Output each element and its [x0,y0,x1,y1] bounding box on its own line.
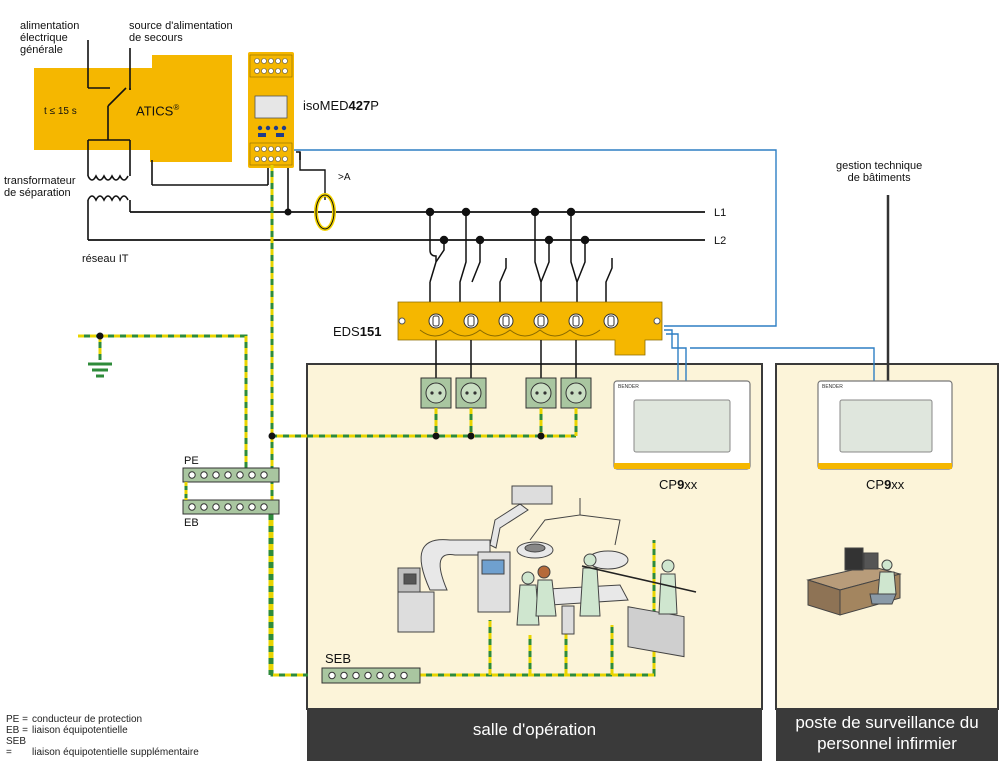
legend-item-seb: SEB =liaison équipotentielle supplémenta… [6,736,199,758]
transformer-coil-secondary [87,195,129,202]
bus-wire-cp-operating [664,329,687,382]
operating-room-illustration [397,485,697,658]
eds151-channels [428,313,619,329]
eb-label: EB [184,517,199,529]
isomed-label: isoMED427P [303,98,379,113]
bms-label: gestion technique de bâtiments [836,160,923,184]
cp-panel-brand-nurse: BENDER [822,384,843,390]
line-l2-label: L2 [714,235,727,247]
backup-power-label: source d'alimentation de secours [129,20,233,44]
legend-item-eb: EB =liaison équipotentielle [6,725,128,736]
cp-panel-brand-operating: BENDER [618,384,639,390]
pe-label: PE [184,455,199,467]
atics-label: ATICS® [136,103,180,119]
seb-label: SEB [325,651,352,666]
nurse-station-illustration [806,547,902,616]
main-power-label: alimentation électrique générale [20,20,80,56]
nurse-station-footer [776,709,998,761]
current-symbol-label: >A [338,172,351,183]
eb-bar [182,499,280,515]
cp9xx-label-nurse: CP9xx [866,477,905,492]
atics-timer-label: t ≤ 15 s [44,106,77,117]
cp9xx-label-operating: CP9xx [659,477,698,492]
abbreviation-legend: PE =conducteur de protection EB =liaison… [6,714,199,758]
operating-room-footer [307,709,762,761]
cp9xx-panel-nurse-station [817,380,953,470]
isomed-terminals [254,58,288,162]
cp9xx-panel-operating-room [613,380,751,470]
legend-item-pe: PE =conducteur de protection [6,714,143,725]
pe-bar [182,467,280,483]
transformer-label: transformateur de séparation [4,175,76,199]
eds-label: EDS151 [333,324,382,339]
seb-bar [321,667,421,684]
protective-earth-wires [78,165,656,677]
nurse-station-title: poste de surveillance du personnel infir… [795,713,979,753]
operating-room-title: salle d'opération [472,720,597,739]
eds151-device [397,301,663,356]
bus-wire-cp-nurse [666,333,875,382]
atics-device [34,55,232,162]
branch-switches [425,207,613,305]
line-l1-label: L1 [714,207,727,219]
earth-symbol [88,362,112,378]
bus-wire-isomed [294,149,777,327]
transformer-coil-primary [87,174,129,181]
isomed-device [248,52,294,168]
it-network-label: réseau IT [82,253,129,265]
